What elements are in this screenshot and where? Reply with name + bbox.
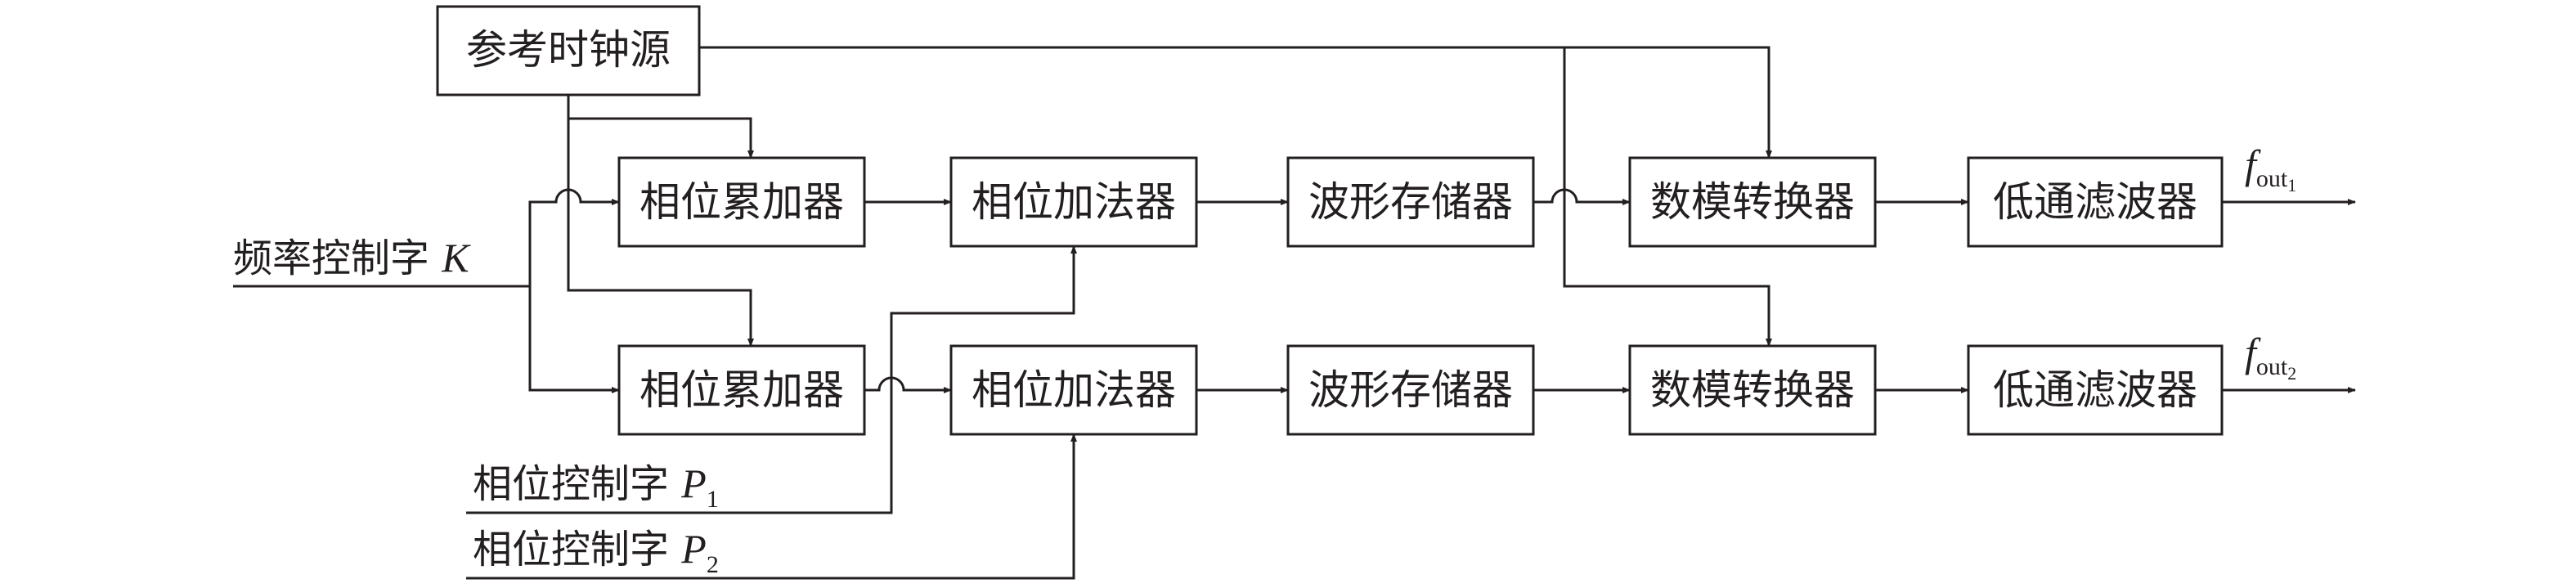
dac-1-block: 数模转换器 bbox=[1628, 156, 1877, 248]
phase-accumulator-2-label: 相位累加器 bbox=[640, 366, 844, 414]
phase-adder-2-label: 相位加法器 bbox=[972, 366, 1176, 414]
reference-clock-label: 参考时钟源 bbox=[466, 26, 671, 74]
waveform-memory-2-block: 波形存储器 bbox=[1286, 344, 1535, 436]
dac-2-block: 数模转换器 bbox=[1628, 344, 1877, 436]
output-2-label: fout2 bbox=[2245, 330, 2296, 384]
phase-accumulator-1-label: 相位累加器 bbox=[640, 178, 844, 226]
reference-clock-block: 参考时钟源 bbox=[436, 5, 701, 97]
lowpass-filter-1-label: 低通滤波器 bbox=[1993, 178, 2197, 226]
phase-adder-2-block: 相位加法器 bbox=[949, 344, 1198, 436]
phase-word-1-label: 相位控制字 P1 bbox=[473, 460, 719, 513]
waveform-memory-2-label: 波形存储器 bbox=[1308, 366, 1513, 414]
phase-adder-1-label: 相位加法器 bbox=[972, 178, 1176, 226]
signal-chain-2-wires bbox=[864, 376, 2356, 393]
frequency-word-wires bbox=[233, 188, 620, 393]
waveform-memory-1-block: 波形存储器 bbox=[1286, 156, 1535, 248]
dac-2-label: 数模转换器 bbox=[1650, 366, 1855, 414]
signal-chain-1-wires bbox=[864, 188, 2356, 205]
phase-word-wires bbox=[466, 245, 1077, 580]
clock-distribution-wires bbox=[567, 46, 1772, 347]
lowpass-filter-1-block: 低通滤波器 bbox=[1967, 156, 2224, 248]
frequency-word-label: 频率控制字 K bbox=[233, 235, 471, 281]
phase-word-2-label: 相位控制字 P2 bbox=[473, 526, 719, 578]
waveform-memory-1-label: 波形存储器 bbox=[1308, 178, 1513, 226]
phase-accumulator-1-block: 相位累加器 bbox=[617, 156, 866, 248]
dac-1-label: 数模转换器 bbox=[1650, 178, 1855, 226]
phase-accumulator-2-block: 相位累加器 bbox=[617, 344, 866, 436]
lowpass-filter-2-label: 低通滤波器 bbox=[1993, 366, 2197, 414]
output-1-label: fout1 bbox=[2245, 141, 2296, 195]
lowpass-filter-2-block: 低通滤波器 bbox=[1967, 344, 2224, 436]
phase-adder-1-block: 相位加法器 bbox=[949, 156, 1198, 248]
